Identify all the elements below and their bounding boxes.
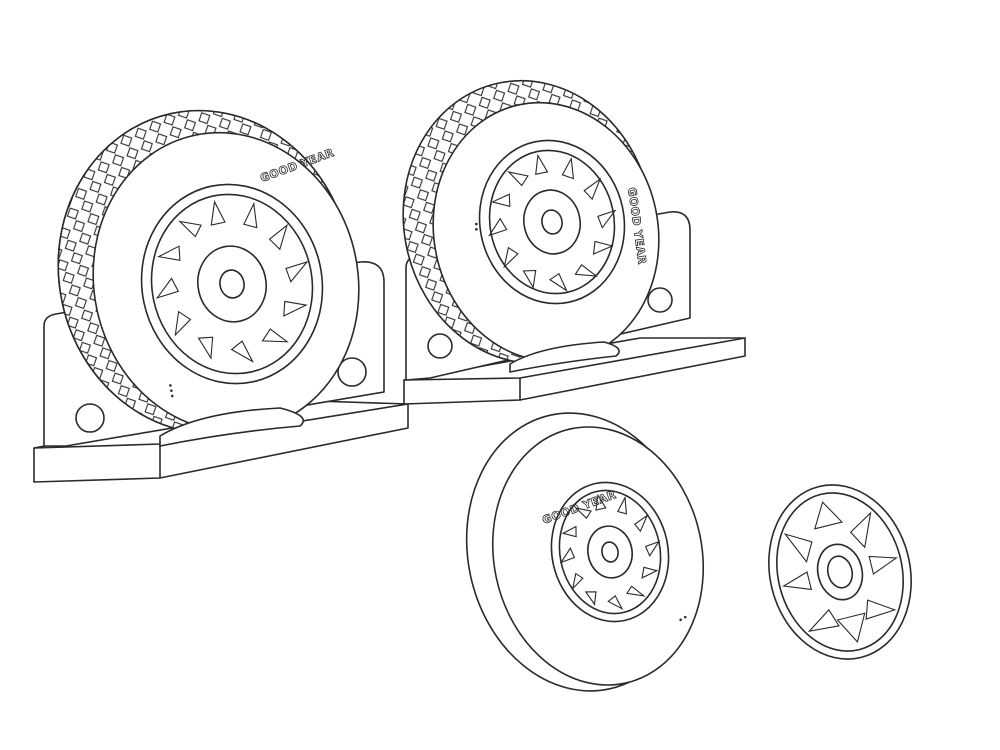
wheel-treaded-on-stand-left: GOOD YEAR ••• — [57, 109, 360, 447]
wheel-smooth: GOOD YEAR •• — [465, 412, 705, 692]
stand-hole-left-b — [337, 357, 367, 387]
tire-marking: ••• — [166, 382, 179, 399]
stand-hole-right-b — [647, 287, 673, 313]
stand-hole-left-a — [75, 403, 105, 433]
tire-marking: •• — [677, 613, 691, 627]
tire-marking: •• — [473, 221, 483, 232]
hub-cover — [768, 484, 912, 660]
stand-hole-right-a — [427, 333, 453, 359]
wheel-treaded-on-stand-right: GOOD YEAR •• — [402, 79, 660, 373]
